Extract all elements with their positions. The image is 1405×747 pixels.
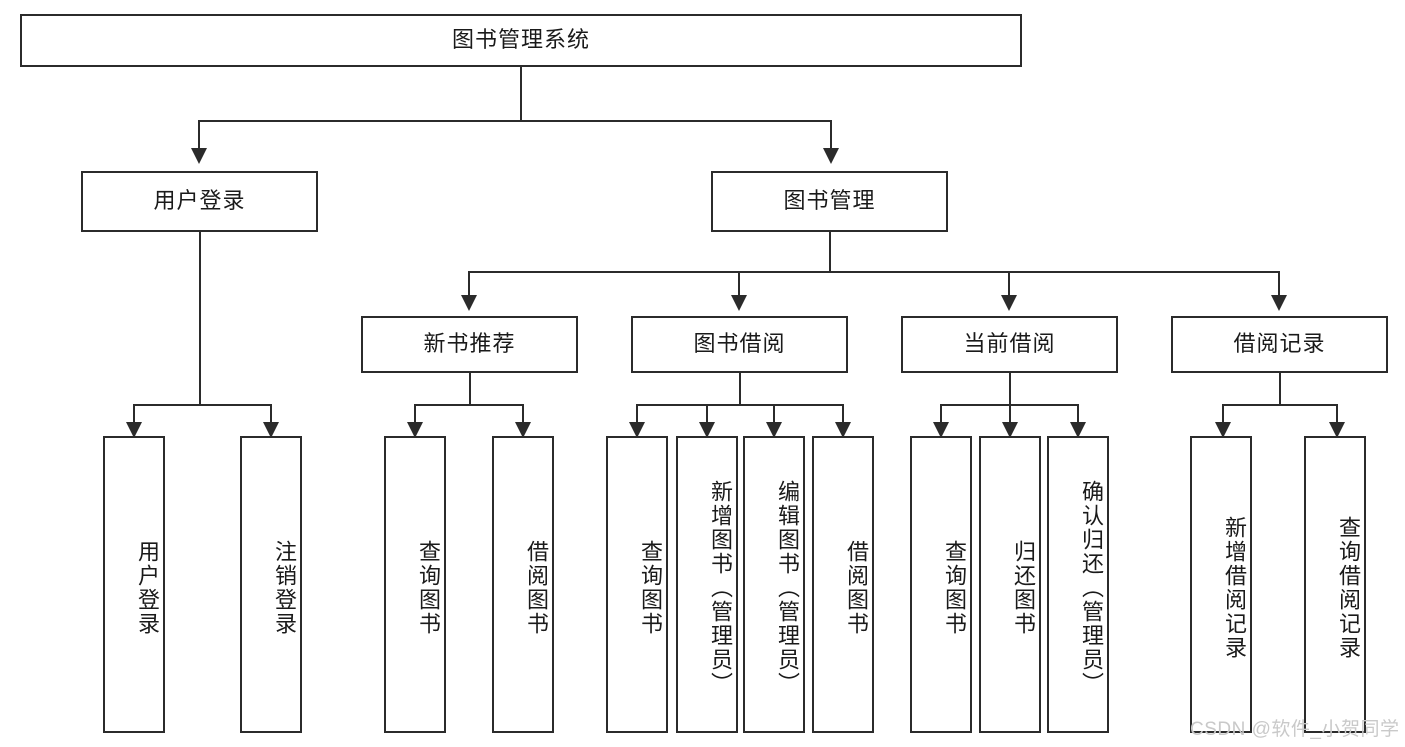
leaf-borrow-record-query[interactable]: 查询借阅记录 bbox=[1304, 436, 1366, 733]
connector-book-borrow-drop-1 bbox=[636, 404, 638, 432]
connector-user-login-bus bbox=[133, 404, 271, 406]
connector-new-book-stem bbox=[469, 373, 471, 405]
connector-new-book-drop-2 bbox=[522, 404, 524, 432]
node-root-system[interactable]: 图书管理系统 bbox=[20, 14, 1022, 67]
connector-level2-bus bbox=[198, 120, 832, 122]
arrow-book-borrow-leaf-1 bbox=[629, 422, 645, 438]
node-label: 查询图书 bbox=[638, 539, 663, 636]
node-label: 用户登录 bbox=[135, 539, 160, 636]
connector-new-book-bus bbox=[414, 404, 524, 406]
node-label: 新书推荐 bbox=[423, 331, 516, 357]
node-label: 查询图书 bbox=[942, 539, 967, 636]
leaf-book-borrow-edit[interactable]: 编辑图书（管理员） bbox=[743, 436, 805, 733]
connector-current-borrow-drop-2 bbox=[1009, 404, 1011, 432]
arrow-level3-3 bbox=[1001, 295, 1017, 311]
node-label: 新增图书（管理员） bbox=[708, 479, 733, 696]
leaf-book-borrow-add[interactable]: 新增图书（管理员） bbox=[676, 436, 738, 733]
node-book-management[interactable]: 图书管理 bbox=[711, 171, 948, 232]
connector-new-book-drop-1 bbox=[414, 404, 416, 432]
arrow-book-borrow-leaf-4 bbox=[835, 422, 851, 438]
arrow-book-borrow-leaf-3 bbox=[766, 422, 782, 438]
connector-book-borrow-drop-3 bbox=[773, 404, 775, 432]
connector-current-borrow-drop-3 bbox=[1077, 404, 1079, 432]
node-label: 注销登录 bbox=[272, 539, 297, 636]
connector-level2-drop-2 bbox=[830, 120, 832, 150]
node-label: 图书借阅 bbox=[693, 331, 786, 357]
leaf-new-book-borrow[interactable]: 借阅图书 bbox=[492, 436, 554, 733]
connector-borrow-record-stem bbox=[1279, 373, 1281, 405]
node-borrow-record[interactable]: 借阅记录 bbox=[1171, 316, 1388, 373]
connector-current-borrow-stem bbox=[1009, 373, 1011, 405]
arrow-user-login-leaf-2 bbox=[263, 422, 279, 438]
arrow-level2-2 bbox=[823, 148, 839, 164]
node-label: 图书管理 bbox=[783, 188, 876, 214]
connector-level3-drop-4 bbox=[1278, 271, 1280, 297]
connector-book-borrow-drop-4 bbox=[842, 404, 844, 432]
arrow-current-borrow-leaf-2 bbox=[1002, 422, 1018, 438]
connector-book-borrow-drop-2 bbox=[706, 404, 708, 432]
arrow-borrow-record-leaf-1 bbox=[1215, 422, 1231, 438]
connector-borrow-record-drop-1 bbox=[1222, 404, 1224, 432]
connector-user-login-stem bbox=[199, 232, 201, 405]
leaf-book-borrow-borrow[interactable]: 借阅图书 bbox=[812, 436, 874, 733]
node-label: 查询借阅记录 bbox=[1336, 515, 1361, 660]
connector-book-borrow-stem bbox=[739, 373, 741, 405]
node-label: 借阅图书 bbox=[524, 539, 549, 636]
connector-borrow-record-drop-2 bbox=[1336, 404, 1338, 432]
leaf-current-borrow-confirm-return[interactable]: 确认归还（管理员） bbox=[1047, 436, 1109, 733]
arrow-level2-1 bbox=[191, 148, 207, 164]
connector-book-management-stem bbox=[829, 232, 831, 273]
arrow-level3-4 bbox=[1271, 295, 1287, 311]
connector-user-login-drop-1 bbox=[133, 404, 135, 432]
connector-level3-drop-3 bbox=[1008, 271, 1010, 297]
leaf-current-borrow-return[interactable]: 归还图书 bbox=[979, 436, 1041, 733]
arrow-level3-1 bbox=[461, 295, 477, 311]
leaf-borrow-record-add[interactable]: 新增借阅记录 bbox=[1190, 436, 1252, 733]
leaf-user-login-login[interactable]: 用户登录 bbox=[103, 436, 165, 733]
arrow-new-book-leaf-1 bbox=[407, 422, 423, 438]
node-label: 借阅图书 bbox=[844, 539, 869, 636]
node-label: 编辑图书（管理员） bbox=[775, 479, 800, 696]
connector-book-borrow-bus bbox=[636, 404, 844, 406]
connector-root-stem bbox=[520, 67, 522, 122]
node-user-login[interactable]: 用户登录 bbox=[81, 171, 318, 232]
node-book-borrow[interactable]: 图书借阅 bbox=[631, 316, 848, 373]
arrow-new-book-leaf-2 bbox=[515, 422, 531, 438]
connector-current-borrow-drop-1 bbox=[940, 404, 942, 432]
node-label: 借阅记录 bbox=[1233, 331, 1326, 357]
arrow-current-borrow-leaf-1 bbox=[933, 422, 949, 438]
leaf-book-borrow-query[interactable]: 查询图书 bbox=[606, 436, 668, 733]
arrow-level3-2 bbox=[731, 295, 747, 311]
arrow-user-login-leaf-1 bbox=[126, 422, 142, 438]
node-label: 查询图书 bbox=[416, 539, 441, 636]
arrow-current-borrow-leaf-3 bbox=[1070, 422, 1086, 438]
node-new-book-recommend[interactable]: 新书推荐 bbox=[361, 316, 578, 373]
leaf-user-login-logout[interactable]: 注销登录 bbox=[240, 436, 302, 733]
node-label: 确认归还（管理员） bbox=[1079, 479, 1104, 696]
arrow-borrow-record-leaf-2 bbox=[1329, 422, 1345, 438]
connector-borrow-record-bus bbox=[1222, 404, 1338, 406]
node-label: 归还图书 bbox=[1011, 539, 1036, 636]
connector-level2-drop-1 bbox=[198, 120, 200, 150]
arrow-book-borrow-leaf-2 bbox=[699, 422, 715, 438]
node-current-borrow[interactable]: 当前借阅 bbox=[901, 316, 1118, 373]
node-label: 当前借阅 bbox=[963, 331, 1056, 357]
leaf-current-borrow-query[interactable]: 查询图书 bbox=[910, 436, 972, 733]
leaf-new-book-query[interactable]: 查询图书 bbox=[384, 436, 446, 733]
node-label: 用户登录 bbox=[153, 188, 246, 214]
connector-user-login-drop-2 bbox=[270, 404, 272, 432]
connector-level3-drop-1 bbox=[468, 271, 470, 297]
connector-level3-drop-2 bbox=[738, 271, 740, 297]
node-label: 新增借阅记录 bbox=[1222, 515, 1247, 660]
watermark-text: CSDN @软件_小贺同学 bbox=[1190, 719, 1400, 740]
node-label: 图书管理系统 bbox=[451, 27, 590, 53]
connector-level3-bus bbox=[468, 271, 1279, 273]
